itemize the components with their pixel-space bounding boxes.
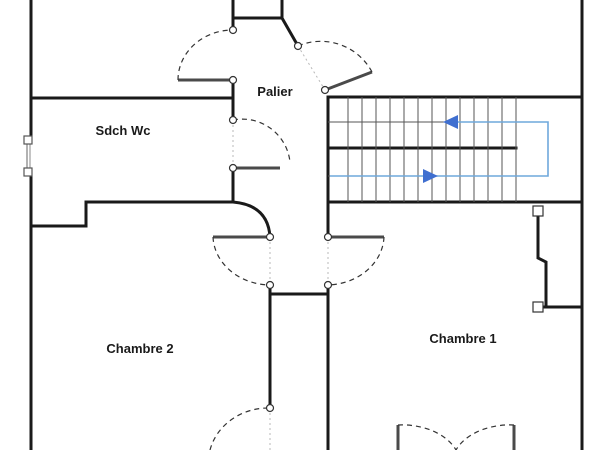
node (228, 25, 238, 35)
interior-walls (29, 0, 584, 450)
node (320, 85, 330, 95)
node (323, 232, 333, 242)
top-wall-notch (231, 0, 284, 20)
door-chambre-1-double (396, 424, 516, 450)
stair-walkline (330, 121, 549, 177)
door-top-right (297, 40, 373, 92)
room-label-sdch-wc: Sdch Wc (96, 123, 151, 138)
window-frame-bottom (23, 167, 33, 177)
palier-top-right-wall (279, 15, 301, 49)
sdch-corner-curve (231, 200, 272, 239)
room-label-chambre-2: Chambre 2 (106, 341, 173, 356)
sdch-bottom-wall (29, 200, 235, 228)
node (323, 280, 333, 290)
stair-arrow-upper-icon (443, 115, 458, 129)
node (228, 75, 238, 85)
room-labels: Palier Sdch Wc Chambre 2 Chambre 1 (96, 84, 497, 356)
stair-treads-lower (328, 148, 517, 202)
door-sdch-wc (232, 118, 291, 170)
door-chambre-1 (327, 235, 385, 286)
door-lower-corridor (209, 407, 271, 450)
door-chambre-2 (212, 235, 271, 286)
node (228, 115, 238, 125)
node (265, 403, 275, 413)
junction-nodes (228, 25, 544, 413)
closet-node-bottom (532, 301, 544, 313)
door-top-left (177, 29, 234, 82)
room-label-chambre-1: Chambre 1 (429, 331, 496, 346)
node (228, 163, 238, 173)
node (293, 41, 303, 51)
closet-node-top (532, 205, 544, 217)
stair-arrow-lower-icon (423, 169, 438, 183)
closet-wall (536, 210, 548, 309)
room-label-palier: Palier (257, 84, 292, 99)
node (265, 280, 275, 290)
window-frame-top (23, 135, 33, 145)
node (265, 232, 275, 242)
left-window (23, 135, 33, 177)
staircase (328, 97, 549, 202)
exterior-walls (29, 0, 584, 450)
doors (177, 29, 516, 450)
